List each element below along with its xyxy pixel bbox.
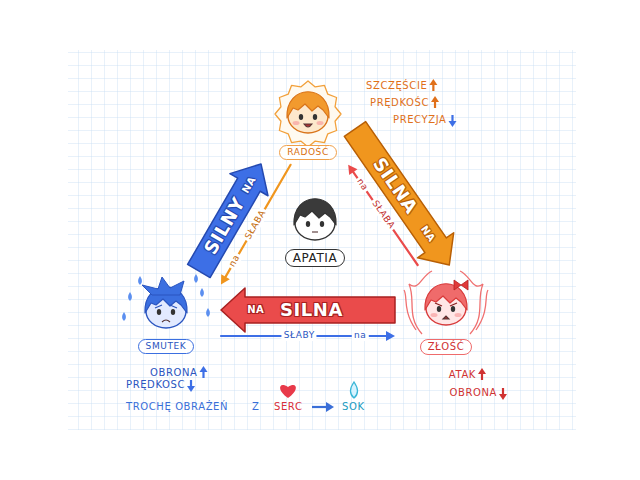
face-mouth bbox=[443, 316, 449, 319]
note-label: Z bbox=[252, 401, 259, 413]
stat-label: OBRONA bbox=[450, 387, 497, 399]
stat-down-arrow bbox=[499, 388, 507, 400]
face-hair bbox=[425, 284, 467, 310]
face-mouth bbox=[304, 124, 312, 127]
face-eye bbox=[157, 309, 161, 315]
emotion-face bbox=[116, 276, 216, 338]
face-mouth bbox=[162, 320, 170, 322]
emotion-face bbox=[400, 270, 492, 338]
arrow-tip-label: na bbox=[352, 331, 368, 341]
stat-up-arrow bbox=[429, 79, 437, 91]
emotion-node: SMUTEK bbox=[116, 276, 216, 354]
tear-drop bbox=[122, 312, 126, 321]
stat-label: SZCZĘŚCIE bbox=[366, 80, 427, 92]
stat-label: OBRONA bbox=[150, 367, 197, 379]
emotion-node: APATIA bbox=[275, 190, 355, 267]
tear-drop bbox=[194, 274, 198, 283]
edge-label: SŁABY bbox=[282, 331, 317, 341]
face-eye bbox=[437, 306, 441, 312]
stat-label: ATAK bbox=[449, 369, 476, 381]
arrow-tip-label: NA bbox=[247, 304, 264, 316]
stat-down-arrow bbox=[187, 380, 195, 392]
face-blush bbox=[293, 121, 300, 125]
face-brows bbox=[435, 303, 457, 306]
note-label: TROCHĘ OBRAŻEŃ bbox=[126, 401, 228, 413]
hair-spikes bbox=[142, 277, 184, 295]
stat-down-arrow bbox=[448, 115, 456, 127]
emotion-face bbox=[275, 190, 355, 248]
emotion-name: APATIA bbox=[285, 249, 346, 267]
face-blush bbox=[317, 121, 324, 125]
emotion-name: ZŁOŚĆ bbox=[420, 339, 473, 355]
face-eye bbox=[299, 114, 303, 120]
edge-label: SILNA bbox=[280, 300, 343, 321]
stat-up-arrow bbox=[478, 368, 486, 380]
arrow-head bbox=[221, 274, 230, 284]
stat-up-arrow bbox=[199, 366, 207, 378]
tear-drop bbox=[206, 308, 210, 317]
face-blush bbox=[431, 313, 438, 317]
flame-stroke bbox=[404, 290, 416, 330]
arrow-body bbox=[344, 122, 453, 265]
face-hair bbox=[287, 92, 329, 118]
face-eye bbox=[313, 114, 317, 120]
arrow-body bbox=[221, 288, 395, 332]
hair-bow bbox=[454, 280, 468, 290]
face-eye bbox=[320, 221, 324, 227]
note-label: SOK bbox=[342, 401, 365, 413]
emotion-node: RADOŚĆ bbox=[266, 80, 350, 160]
weak-arrow bbox=[221, 331, 395, 341]
face-brows bbox=[155, 305, 177, 308]
arrow-head bbox=[386, 331, 395, 341]
face-mouth bbox=[312, 231, 318, 232]
heart-icon bbox=[280, 385, 296, 398]
paper-sheet bbox=[68, 50, 576, 430]
strong-arrow bbox=[221, 288, 395, 332]
sun-outline bbox=[275, 81, 341, 147]
drop-icon bbox=[351, 382, 358, 398]
arrow-head bbox=[348, 165, 357, 175]
stat-label: PRĘDKOŚC bbox=[370, 97, 429, 109]
emotion-face bbox=[266, 80, 350, 144]
face-hair bbox=[294, 199, 336, 225]
tear-drop bbox=[128, 292, 132, 301]
tear-drop bbox=[200, 288, 204, 297]
note-label: SERC bbox=[274, 401, 303, 413]
face-blush bbox=[455, 313, 462, 317]
flame-stroke bbox=[476, 290, 488, 330]
strong-arrow bbox=[344, 122, 453, 265]
emotion-node: ZŁOŚĆ bbox=[400, 270, 492, 355]
emotion-name: RADOŚĆ bbox=[279, 145, 337, 160]
face-eye bbox=[451, 306, 455, 312]
tear-drop bbox=[138, 276, 142, 285]
emotion-name: SMUTEK bbox=[138, 339, 195, 354]
right-arrow-symbol bbox=[312, 402, 334, 412]
stat-label: PRĘDKOSC bbox=[126, 379, 185, 391]
face-eye bbox=[171, 309, 175, 315]
stat-label: PRECYZJA bbox=[393, 114, 446, 126]
face-eye bbox=[306, 221, 310, 227]
stat-up-arrow bbox=[431, 96, 439, 108]
grid-lines bbox=[68, 50, 576, 430]
